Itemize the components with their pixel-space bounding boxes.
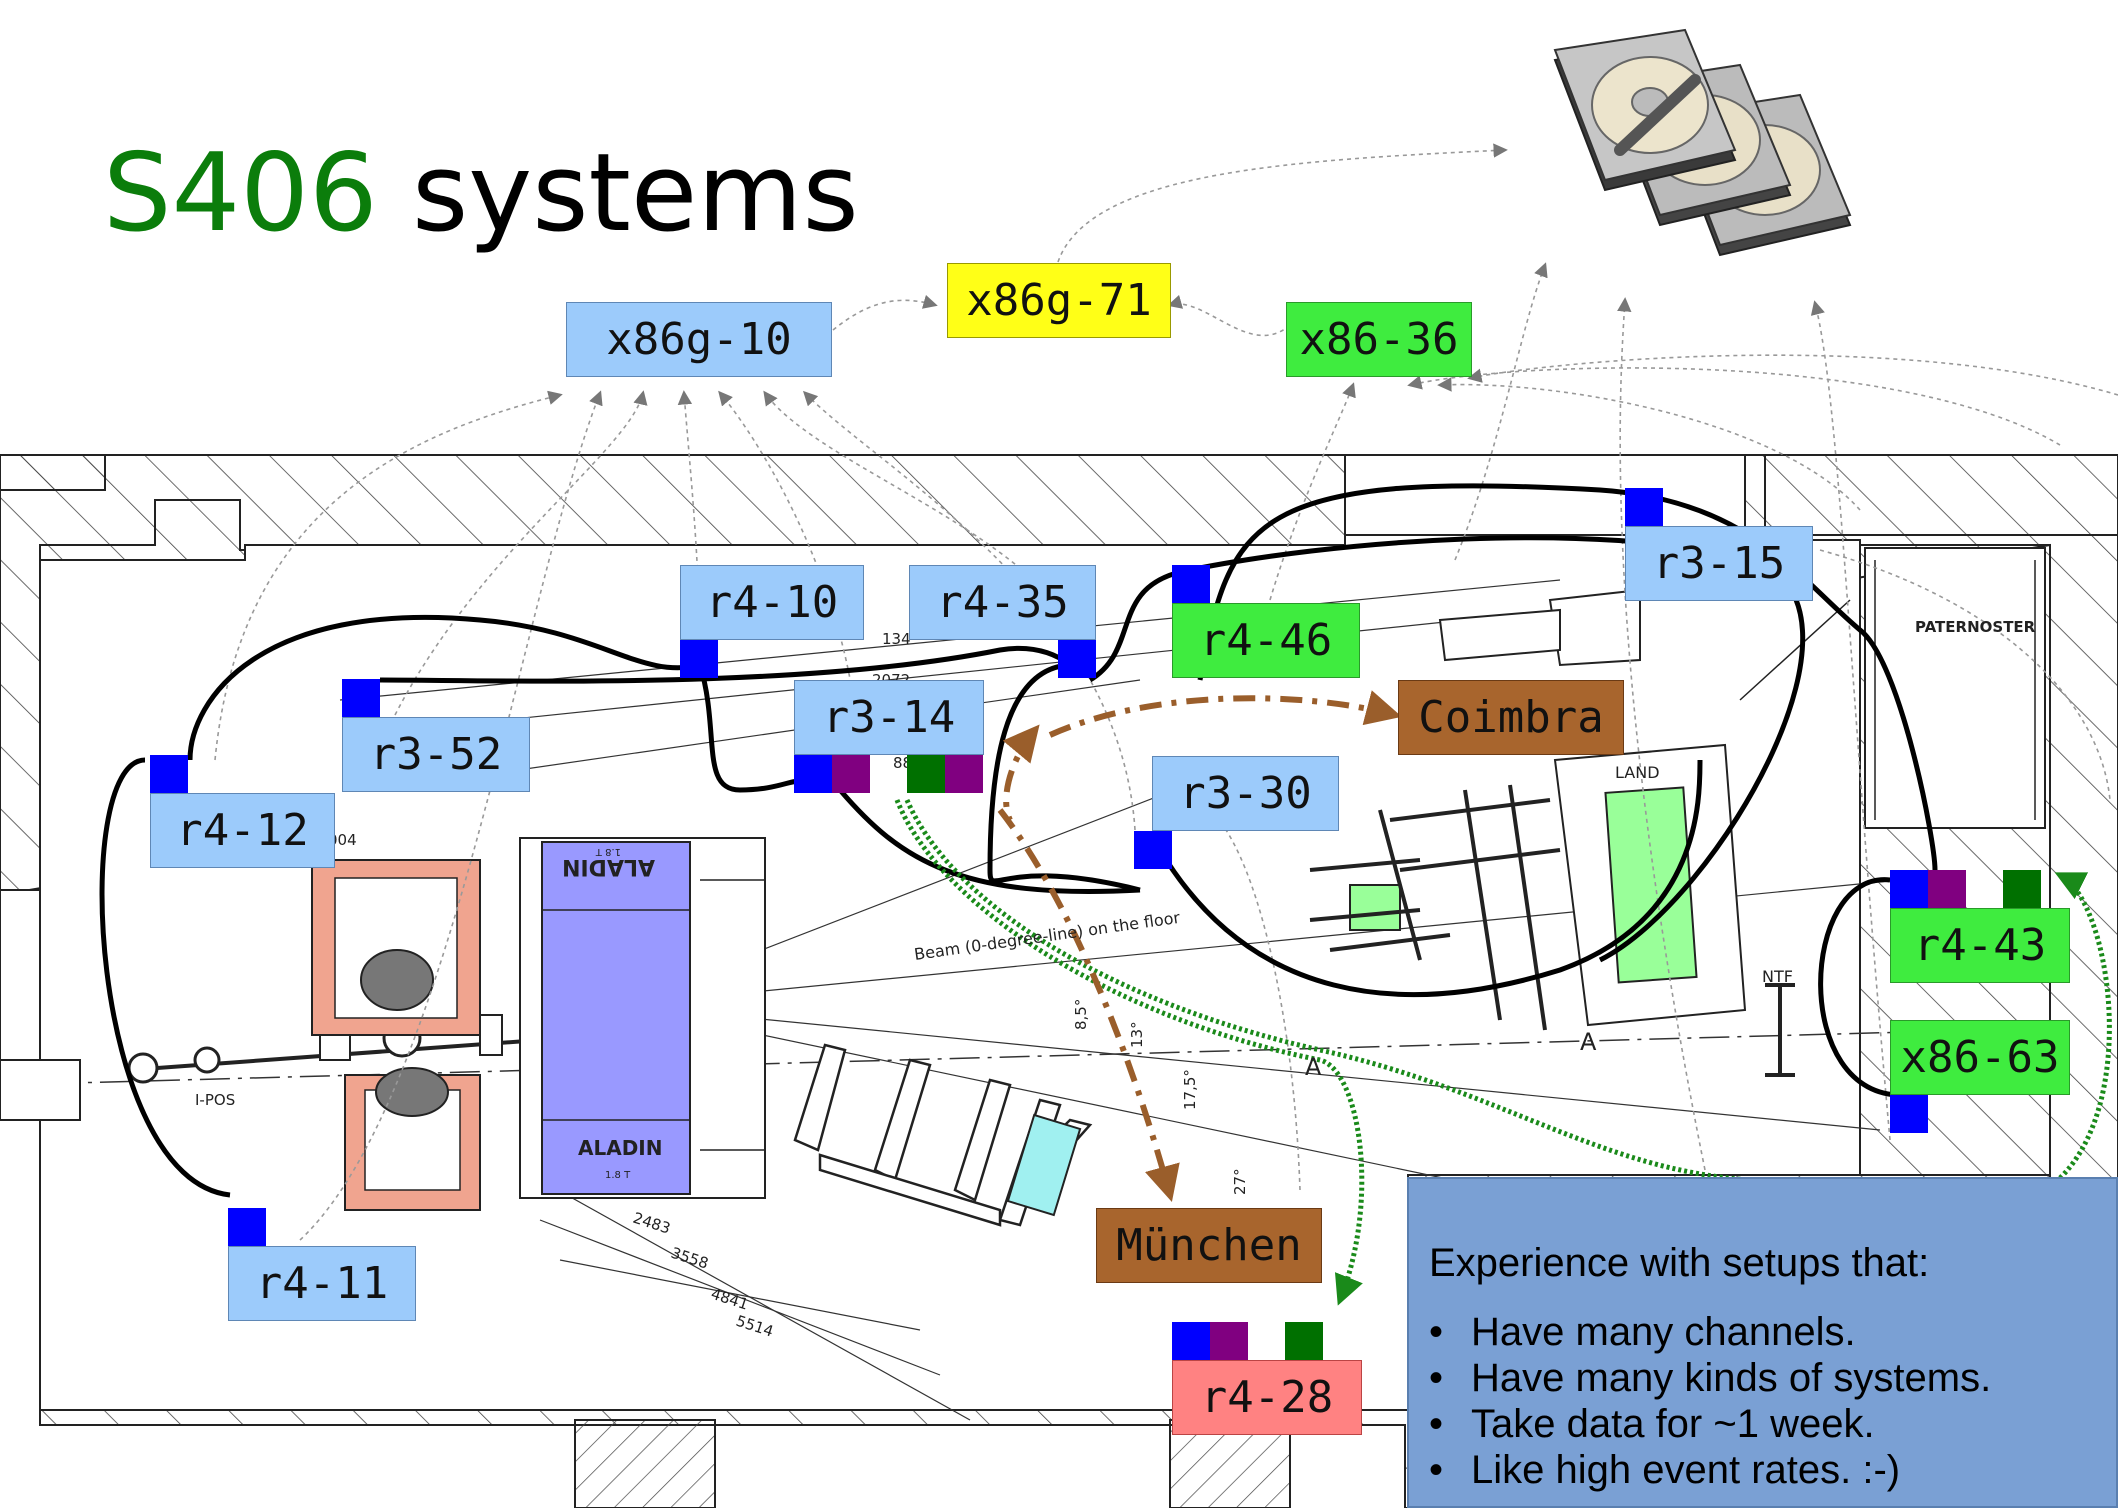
info-item: Have many kinds of systems. <box>1429 1355 1991 1401</box>
port-r3-15 <box>1625 488 1663 526</box>
port-r3-52 <box>342 679 380 717</box>
info-item: Take data for ~1 week. <box>1429 1401 1991 1447</box>
title-rest: systems <box>378 131 859 256</box>
port-r3-14-purple-2 <box>945 755 983 793</box>
info-item: Like high event rates. :-) <box>1429 1447 1991 1493</box>
node-r4-43: r4-43 <box>1890 908 2070 983</box>
angle-8-5: 8,5° <box>1072 999 1090 1030</box>
node-r4-46: r4-46 <box>1172 603 1360 678</box>
node-x86-36: x86-36 <box>1286 302 1472 377</box>
port-r4-43-purple <box>1928 870 1966 908</box>
port-r4-43-blue <box>1890 870 1928 908</box>
experience-info-box: Experience with setups that: Have many c… <box>1407 1177 2118 1508</box>
node-x86g-71: x86g-71 <box>947 263 1171 338</box>
node-r4-28: r4-28 <box>1172 1360 1362 1435</box>
port-r4-28-blue <box>1172 1322 1210 1360</box>
aladin-field-label-top: 1.8 T <box>595 846 621 857</box>
title-highlight: S406 <box>103 131 378 256</box>
aladin-bottom-label: ALADIN <box>578 1136 662 1160</box>
node-r3-52: r3-52 <box>342 717 530 792</box>
port-r4-10 <box>680 640 718 678</box>
node-r3-30: r3-30 <box>1152 756 1339 831</box>
angle-27: 27° <box>1231 1168 1249 1195</box>
port-r4-28-green <box>1285 1322 1323 1360</box>
aladin-field-label-bottom: 1.8 T <box>605 1170 631 1181</box>
dim-134: 134 <box>882 630 911 648</box>
port-r4-11 <box>228 1208 266 1246</box>
port-r4-46 <box>1172 565 1210 603</box>
info-item: Have many channels. <box>1429 1309 1991 1355</box>
port-r4-28-purple <box>1210 1322 1248 1360</box>
site-munchen: München <box>1096 1208 1322 1283</box>
node-x86g-10: x86g-10 <box>566 302 832 377</box>
node-r4-11: r4-11 <box>228 1246 416 1321</box>
port-r4-12 <box>150 755 188 793</box>
pos-label: I-POS <box>195 1091 235 1109</box>
node-r4-12: r4-12 <box>150 793 335 868</box>
port-x86-63 <box>1890 1095 1928 1133</box>
port-r3-14-blue <box>794 755 832 793</box>
port-r4-43-green <box>2003 870 2041 908</box>
node-r3-14: r3-14 <box>794 680 984 755</box>
port-r4-35 <box>1058 640 1096 678</box>
site-coimbra: Coimbra <box>1398 680 1624 755</box>
info-list: Have many channels. Have many kinds of s… <box>1429 1309 1991 1493</box>
angle-17-5: 17,5° <box>1181 1069 1199 1110</box>
ntf-label: NTF <box>1762 967 1793 986</box>
section-a-left: A <box>1305 1053 1322 1081</box>
page-title: S406 systems <box>103 140 859 248</box>
node-r4-35: r4-35 <box>909 565 1096 640</box>
paternoster-label: PATERNOSTER <box>1915 618 2036 636</box>
node-r4-10: r4-10 <box>680 565 864 640</box>
node-x86-63: x86-63 <box>1890 1020 2070 1095</box>
section-a-right: A <box>1580 1028 1597 1056</box>
angle-13: 13° <box>1128 1021 1146 1048</box>
info-heading: Experience with setups that: <box>1429 1241 1929 1286</box>
land-label: LAND <box>1615 763 1660 782</box>
hard-disk-stack-icon <box>1540 15 1870 275</box>
port-r3-30 <box>1134 831 1172 869</box>
port-r3-14-green <box>907 755 945 793</box>
port-r3-14-purple <box>832 755 870 793</box>
node-r3-15: r3-15 <box>1625 526 1813 601</box>
